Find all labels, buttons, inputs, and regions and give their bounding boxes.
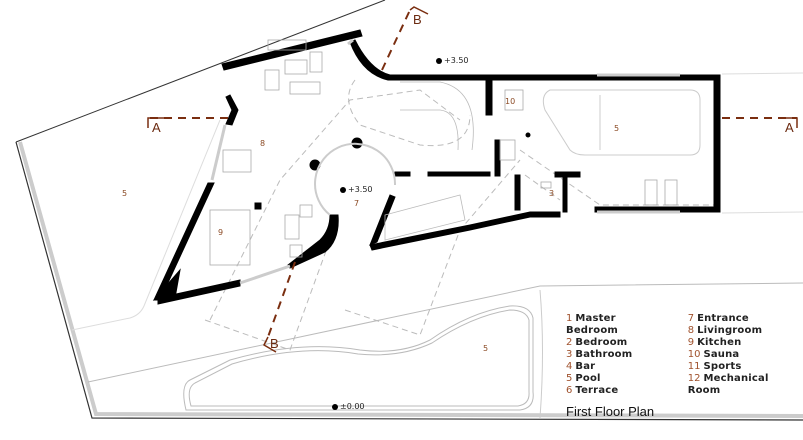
walls	[152, 29, 721, 305]
room-label-pool-top: 5	[614, 124, 619, 133]
room-label-entrance: 7	[354, 199, 359, 208]
site-boundary	[15, 0, 803, 421]
furniture	[209, 39, 678, 266]
section-a-left-label: A	[152, 120, 161, 135]
level-marker-icons	[332, 58, 442, 410]
window-strips	[210, 38, 680, 285]
level-entrance: +3.50	[348, 185, 373, 194]
ground-pool-outline	[183, 305, 534, 411]
room-label-bathroom: 3	[549, 189, 554, 198]
section-b-top-label: B	[413, 12, 422, 27]
section-b-bottom-label: B	[270, 336, 279, 351]
room-label-pool-left: 5	[122, 189, 127, 198]
terrace-dashed	[204, 79, 720, 351]
plan-title: First Floor Plan	[566, 404, 655, 419]
level-top: +3.50	[444, 56, 469, 65]
room-label-pool-bottom: 5	[483, 344, 488, 353]
section-lines	[147, 6, 798, 353]
room-label-livingroom: 8	[260, 139, 265, 148]
level-ground: ±0.00	[340, 402, 365, 411]
room-label-kitchen: 9	[218, 228, 223, 237]
entrance-circle	[314, 142, 397, 216]
stairs	[384, 81, 474, 241]
section-a-right-label: A	[785, 120, 794, 135]
upper-pool-outline	[542, 89, 701, 156]
room-label-sauna: 10	[505, 97, 515, 106]
